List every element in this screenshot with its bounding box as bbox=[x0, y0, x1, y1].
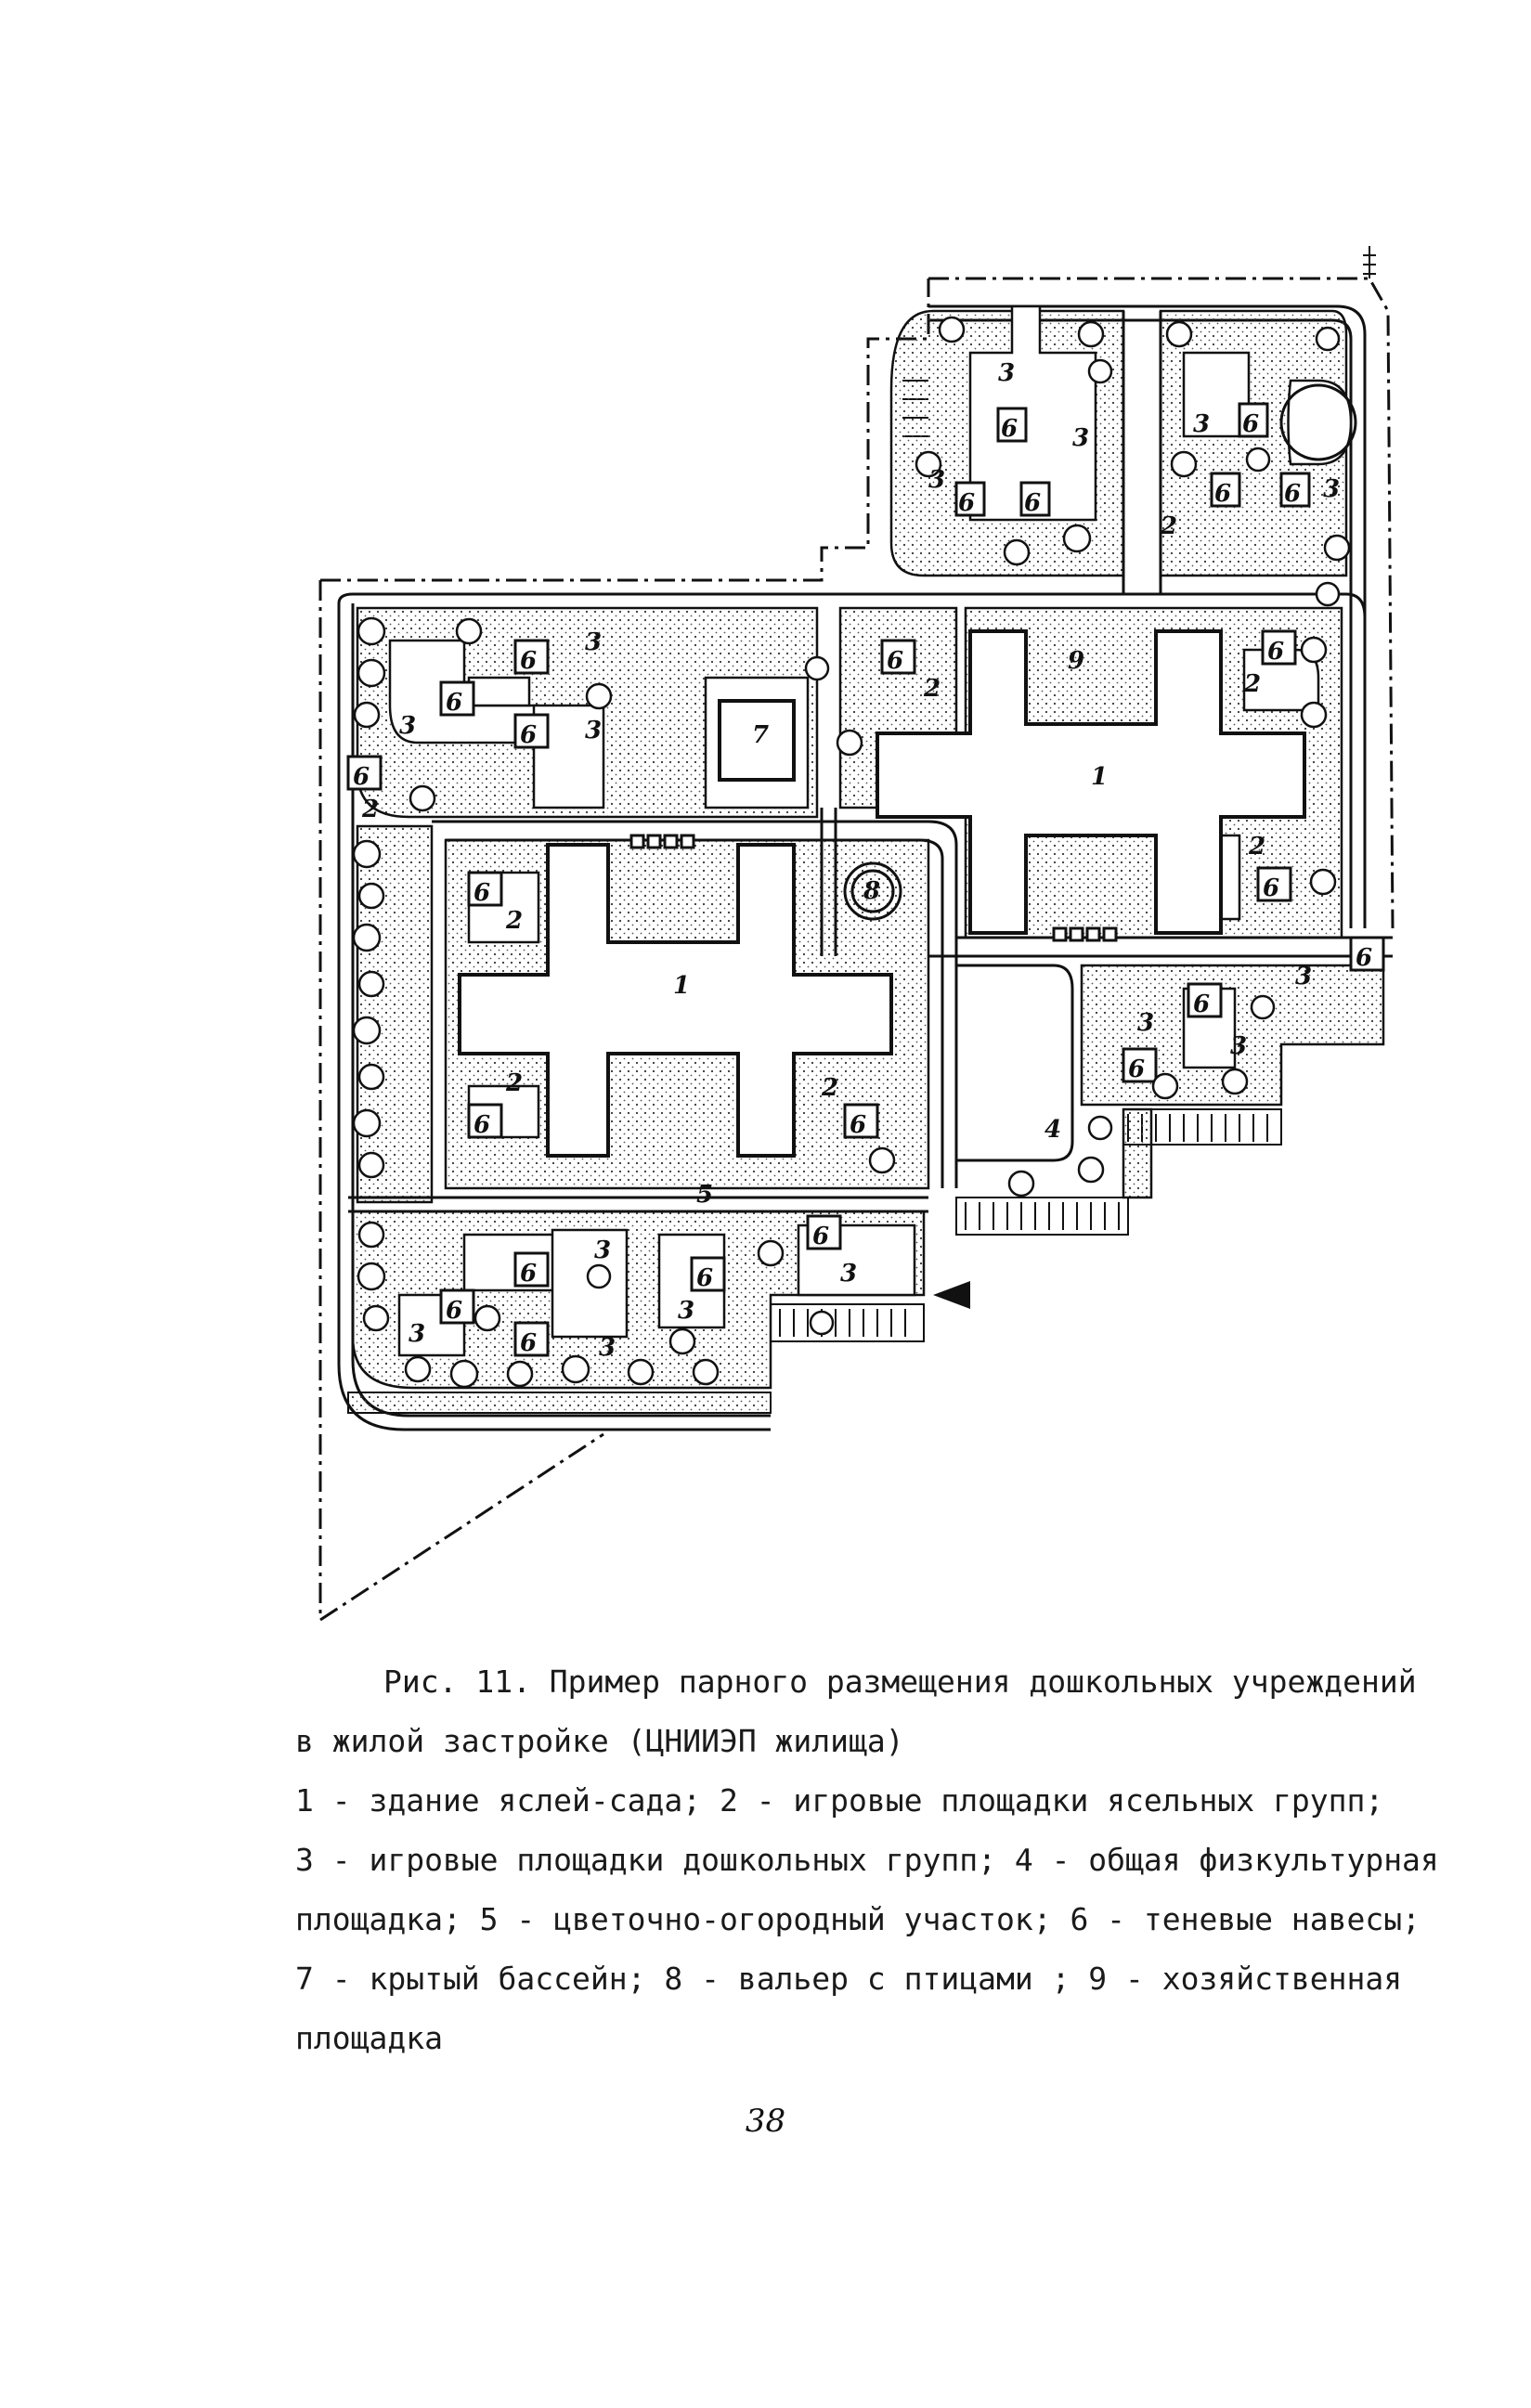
label-play-3: 3 bbox=[409, 1320, 425, 1348]
label-canopy-6: 6 bbox=[1263, 874, 1279, 902]
label-garden-5: 5 bbox=[696, 1181, 713, 1209]
page-number: 38 bbox=[745, 2103, 786, 2140]
label-play-3: 3 bbox=[678, 1297, 694, 1325]
label-canopy-6: 6 bbox=[1356, 944, 1372, 972]
label-canopy-6: 6 bbox=[812, 1223, 829, 1250]
figure-caption: Рис. 11. Пример парного размещения дошко… bbox=[295, 1652, 1465, 2068]
plan-labels: 1 1 4 5 7 8 9 6 6 6 6 6 6 6 6 6 6 6 6 6 … bbox=[353, 359, 1372, 1362]
label-play-3: 3 bbox=[1072, 424, 1089, 452]
label-aviary-8: 8 bbox=[863, 877, 880, 905]
shade-canopies bbox=[346, 402, 1385, 1357]
label-play-3: 3 bbox=[928, 466, 945, 494]
legend-line: 7 - крытый бассейн; 8 - вальер с птицами… bbox=[295, 1961, 1403, 1997]
label-canopy-6: 6 bbox=[1024, 489, 1041, 517]
label-play-3: 3 bbox=[1137, 1009, 1154, 1037]
label-play-3: 3 bbox=[399, 712, 416, 740]
label-play-3: 3 bbox=[594, 1236, 611, 1264]
label-building-1: 1 bbox=[1091, 763, 1108, 791]
label-play-3: 3 bbox=[585, 717, 602, 744]
label-canopy-6: 6 bbox=[850, 1111, 866, 1139]
central-roads bbox=[348, 311, 1393, 1213]
sports-field bbox=[954, 964, 1074, 1162]
label-canopy-6: 6 bbox=[696, 1264, 713, 1292]
legend-line: площадка; 5 - цветочно-огородный участок… bbox=[295, 1901, 1421, 1937]
label-nursery-2: 2 bbox=[1248, 833, 1265, 861]
label-canopy-6: 6 bbox=[520, 647, 537, 675]
label-nursery-2: 2 bbox=[505, 1069, 523, 1097]
label-canopy-6: 6 bbox=[1267, 638, 1284, 666]
legend-line: площадка bbox=[295, 2020, 443, 2056]
label-nursery-2: 2 bbox=[1243, 670, 1261, 698]
label-play-3: 3 bbox=[1230, 1032, 1247, 1060]
label-play-3: 3 bbox=[1323, 475, 1340, 503]
label-canopy-6: 6 bbox=[474, 1111, 490, 1139]
label-canopy-6: 6 bbox=[1001, 415, 1018, 443]
label-play-3: 3 bbox=[840, 1260, 857, 1288]
caption-title-continued: в жилой застройке (ЦНИИЭП жилища) bbox=[295, 1723, 904, 1759]
label-canopy-6: 6 bbox=[958, 489, 975, 517]
label-canopy-6: 6 bbox=[446, 689, 462, 717]
label-nursery-2: 2 bbox=[361, 796, 379, 823]
label-canopy-6: 6 bbox=[1242, 410, 1259, 438]
label-canopy-6: 6 bbox=[520, 1329, 537, 1357]
label-nursery-2: 2 bbox=[505, 907, 523, 935]
label-play-3: 3 bbox=[585, 628, 602, 656]
label-canopy-6: 6 bbox=[520, 1260, 537, 1288]
label-canopy-6: 6 bbox=[1193, 990, 1210, 1018]
label-nursery-2: 2 bbox=[821, 1074, 838, 1102]
label-canopy-6: 6 bbox=[353, 763, 370, 791]
legend-line: 1 - здание яслей-сада; 2 - игровые площа… bbox=[295, 1782, 1384, 1819]
aviary bbox=[843, 383, 1357, 921]
label-yard-9: 9 bbox=[1068, 647, 1084, 675]
edge-ticks bbox=[1363, 246, 1376, 278]
label-canopy-6: 6 bbox=[520, 721, 537, 749]
label-canopy-6: 6 bbox=[474, 879, 490, 907]
label-play-3: 3 bbox=[1193, 410, 1210, 438]
label-canopy-6: 6 bbox=[446, 1297, 462, 1325]
label-nursery-2: 2 bbox=[923, 675, 941, 703]
caption-title: Рис. 11. Пример парного размещения дошко… bbox=[383, 1664, 1417, 1700]
entrance-arrow-icon bbox=[933, 1281, 970, 1309]
label-play-3: 3 bbox=[998, 359, 1015, 387]
label-pool-7: 7 bbox=[752, 721, 769, 749]
label-play-3: 3 bbox=[599, 1334, 616, 1362]
label-canopy-6: 6 bbox=[887, 647, 903, 675]
buildings bbox=[458, 629, 1306, 1158]
trees bbox=[352, 316, 1351, 1389]
label-play-3: 3 bbox=[1295, 963, 1312, 990]
label-canopy-6: 6 bbox=[1284, 480, 1301, 508]
label-field-4: 4 bbox=[1044, 1116, 1061, 1144]
label-canopy-6: 6 bbox=[1128, 1055, 1145, 1083]
label-building-1: 1 bbox=[673, 972, 690, 1000]
site-plan-drawing: 1 1 4 5 7 8 9 6 6 6 6 6 6 6 6 6 6 6 6 6 … bbox=[318, 246, 1395, 1623]
legend-line: 3 - игровые площадки дошкольных групп; 4… bbox=[295, 1842, 1439, 1878]
label-nursery-2: 2 bbox=[1160, 512, 1177, 540]
site-boundary bbox=[318, 277, 1395, 1623]
label-canopy-6: 6 bbox=[1214, 480, 1231, 508]
